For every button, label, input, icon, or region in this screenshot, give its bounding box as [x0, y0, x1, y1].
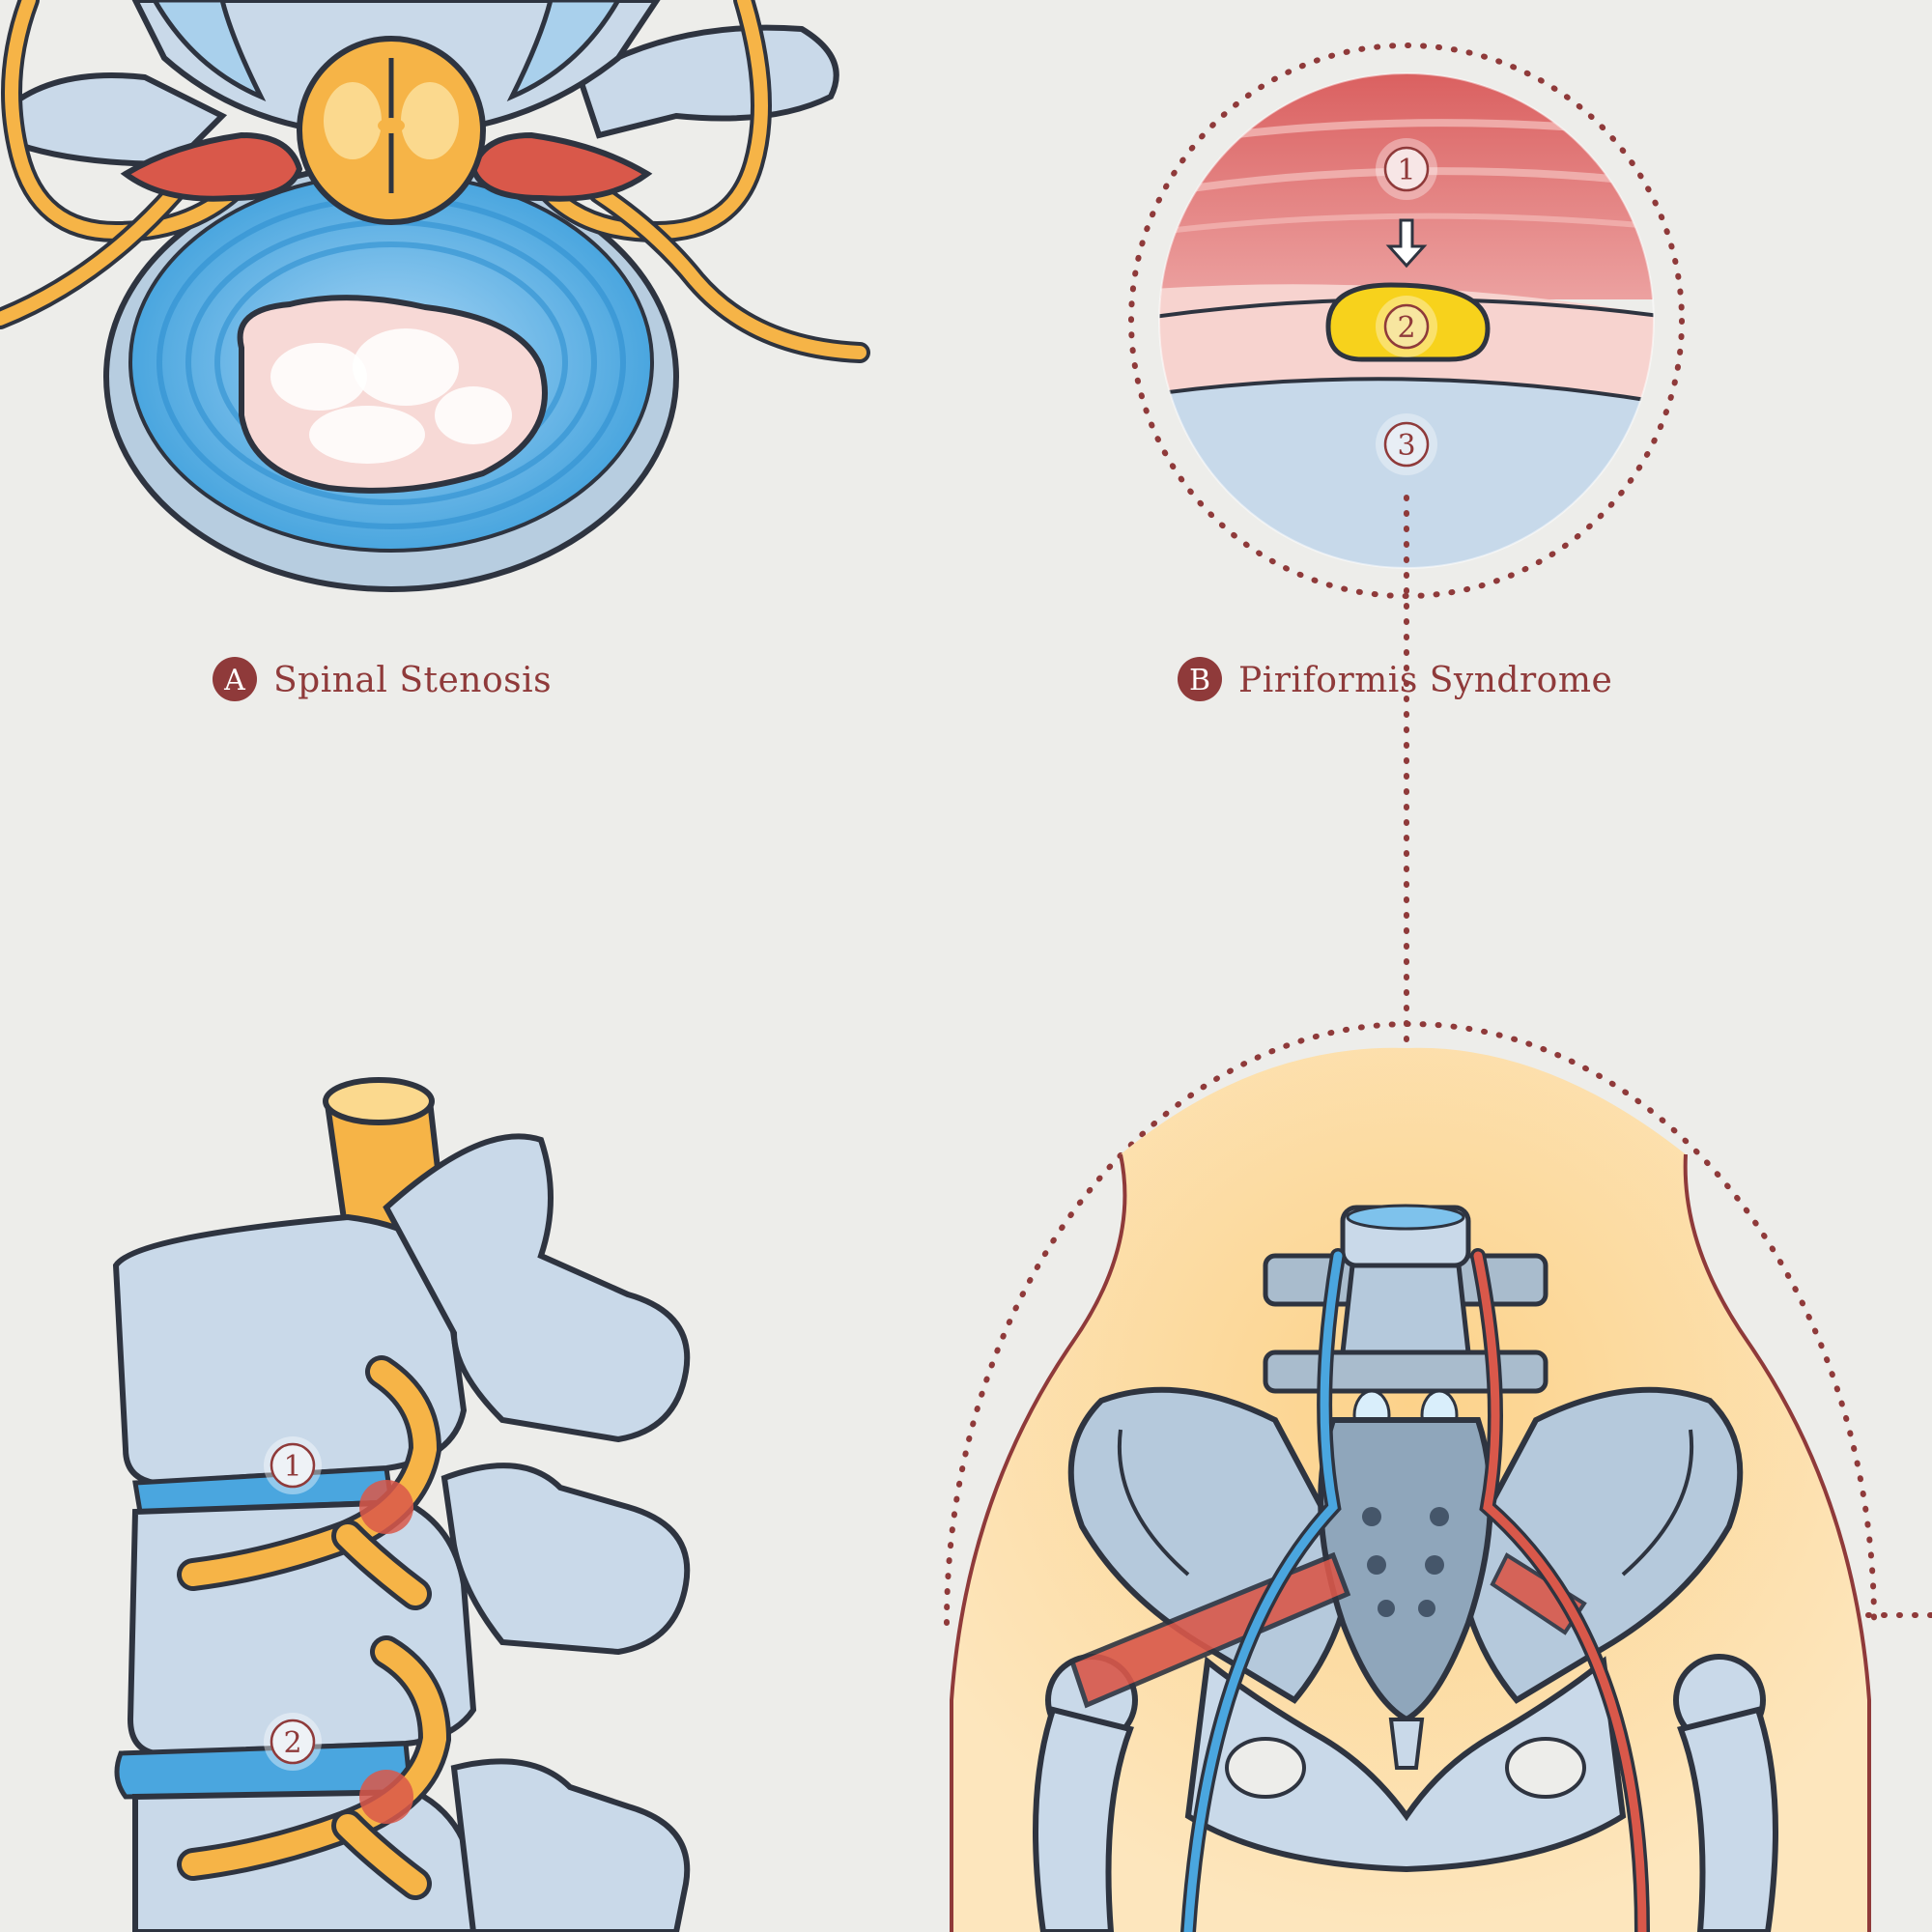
inflammation-2 — [359, 1770, 413, 1824]
spine-callout-1-label: 1 — [283, 1450, 301, 1484]
magnifier-dotted-ring — [1128, 43, 1685, 599]
nerve-root-right-lower — [592, 186, 867, 359]
nerve-root-left-upper — [5, 0, 248, 240]
vertebra-cross-section — [0, 0, 870, 592]
callout-1: 1 — [1376, 138, 1437, 200]
caption-spinal-stenosis: A Spinal Stenosis — [213, 657, 552, 701]
facet-right — [506, 0, 621, 101]
badge-a — [213, 657, 257, 701]
pelvis-dotted-arc — [944, 1021, 1877, 1626]
pubic-region — [1184, 1656, 1627, 1873]
title-piriformis-syndrome: Piriformis Syndrome — [1238, 661, 1612, 700]
coccyx — [1388, 1718, 1425, 1770]
transverse-process-right — [576, 24, 839, 139]
inflammation-1 — [359, 1480, 413, 1534]
femur-right — [1677, 1706, 1778, 1932]
nerve-root-left-lower — [0, 186, 181, 326]
badge-b-letter: B — [1189, 664, 1210, 697]
femur-left — [1033, 1706, 1134, 1932]
callout-3: 3 — [1376, 413, 1437, 475]
lumbar-vertebra-mid — [1263, 1350, 1548, 1394]
pelvis-illustration — [944, 1021, 1932, 1932]
callout-2: 2 — [1376, 296, 1437, 357]
compression-left — [120, 131, 303, 202]
caption-piriformis-syndrome: B Piriformis Syndrome — [1178, 657, 1612, 701]
transverse-process-left — [6, 72, 228, 168]
spine-side-view: 1 2 — [112, 1077, 691, 1932]
spinous-process-1 — [383, 1133, 691, 1443]
compression-right — [469, 131, 653, 202]
spine-callout-2-label: 2 — [283, 1726, 301, 1760]
nerve-root-right-upper — [534, 0, 768, 240]
obturator-left — [1225, 1737, 1306, 1799]
facet-left — [152, 0, 267, 101]
title-spinal-stenosis: Spinal Stenosis — [273, 661, 552, 700]
iliac-wing-right — [1455, 1386, 1744, 1704]
callout-1-label: 1 — [1397, 154, 1415, 187]
spine-callout-1: 1 — [264, 1436, 322, 1494]
callout-2-label: 2 — [1397, 311, 1415, 345]
callout-3-label: 3 — [1397, 429, 1415, 463]
pressure-arrow — [1385, 218, 1428, 269]
obturator-right — [1505, 1737, 1586, 1799]
badge-b — [1178, 657, 1222, 701]
sciatic-nerve-left — [1183, 1251, 1343, 1932]
badge-a-letter: A — [223, 664, 245, 697]
body-outline-right — [1683, 1153, 1871, 1932]
body-outline-left — [950, 1153, 1127, 1932]
sciatic-nerve-right — [1473, 1251, 1647, 1932]
bone-layer — [1159, 379, 1654, 568]
spine-callout-2: 2 — [264, 1713, 322, 1771]
spinous-process-2 — [440, 1463, 691, 1656]
